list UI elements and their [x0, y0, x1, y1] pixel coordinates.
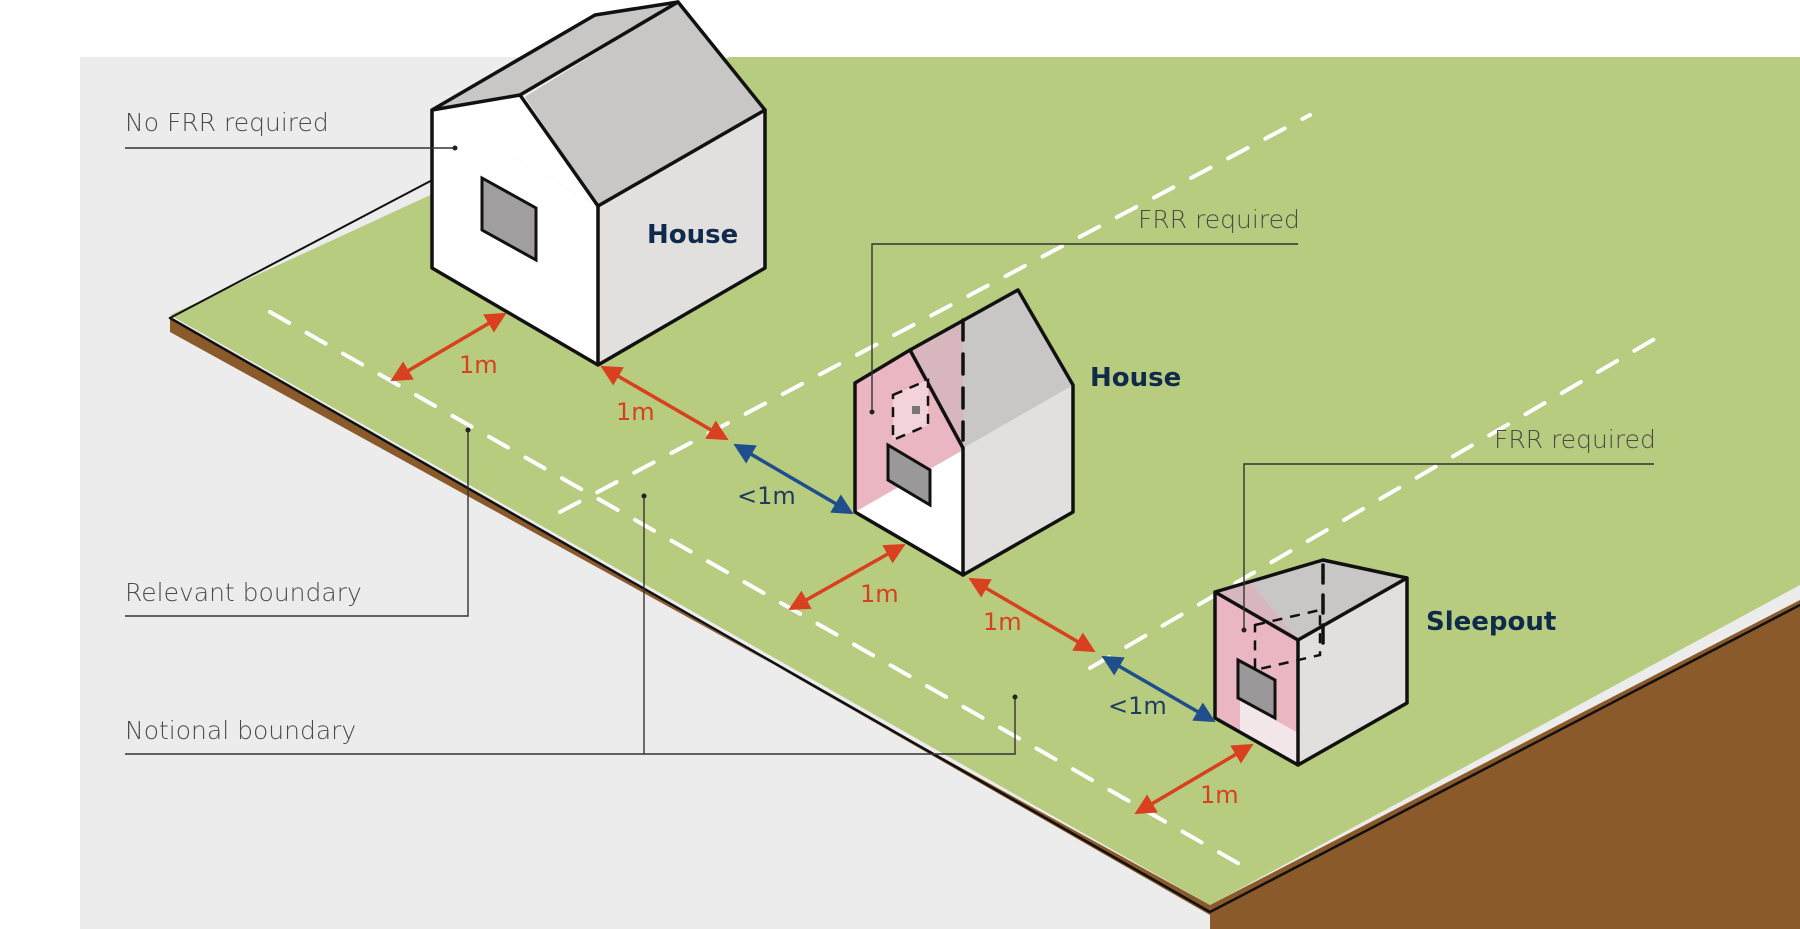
sleepout-front-wall-lower — [1240, 700, 1298, 765]
dim-label-1: 1m — [459, 351, 498, 379]
notional-boundary-line-1 — [558, 113, 1312, 514]
dim-label-3: <1m — [737, 482, 796, 510]
dim-label-2: 1m — [616, 398, 655, 426]
frr-required-1-leader-dot — [869, 409, 875, 415]
house-2-hidden-window — [891, 378, 930, 442]
house-1-eave — [596, 108, 767, 208]
sleepout-fire-rated-roof — [1215, 582, 1298, 640]
house-2-label: House — [1090, 363, 1181, 393]
house-2: House — [853, 288, 1181, 577]
frr-required-1-leader — [871, 243, 1298, 412]
relevant-boundary-leader-dot — [465, 427, 471, 433]
notional-boundary-label: Notional boundary — [125, 716, 356, 745]
house-1: House — [430, 0, 767, 367]
dim-arrow-2 — [600, 365, 729, 441]
house-1-gable — [432, 90, 598, 206]
dim-arrow-5 — [968, 577, 1096, 653]
frr-required-2-leader-dot — [1241, 627, 1247, 633]
dim-arrow-1 — [390, 312, 507, 382]
dim-arrow-6 — [1101, 655, 1216, 723]
relevant-boundary-leader — [125, 430, 469, 617]
house-1-roof-back — [432, 2, 678, 110]
ground-front-edge — [168, 316, 1800, 914]
ground-edge — [170, 318, 1800, 929]
dim-label-7: 1m — [1200, 781, 1239, 809]
sleepout-label: Sleepout — [1426, 607, 1556, 637]
house-1-window — [480, 175, 538, 263]
sleepout-hidden-window — [1253, 608, 1322, 672]
dim-label-5: 1m — [983, 608, 1022, 636]
notional-boundary-leader-dot-1 — [641, 493, 647, 499]
frr-required-1-label: FRR required — [1138, 205, 1300, 234]
frr-required-2-label: FRR required — [1494, 425, 1656, 454]
dim-arrow-7 — [1134, 743, 1254, 815]
ground-back-edge — [169, 175, 441, 319]
house-2-window — [886, 442, 932, 508]
dim-label-6: <1m — [1108, 692, 1167, 720]
house-2-eave — [908, 348, 965, 450]
no-frr-label: No FRR required — [125, 108, 329, 137]
notional-boundary-leader — [125, 697, 1016, 755]
frr-required-2-leader — [1243, 463, 1654, 630]
no-frr-leader-dot — [452, 145, 458, 151]
house-2-fire-rated-roof — [910, 320, 963, 448]
dim-arrow-3 — [733, 443, 854, 515]
relevant-boundary-label: Relevant boundary — [125, 578, 362, 607]
house-2-vent — [912, 406, 920, 414]
sleepout-window — [1236, 657, 1277, 721]
dim-label-4: 1m — [860, 580, 899, 608]
sleepout-roof — [1215, 560, 1407, 640]
sleepout-outline — [1213, 558, 1409, 767]
house-2-outline — [853, 288, 1075, 577]
sleepout: Sleepout — [1213, 558, 1556, 767]
relevant-boundary-line — [268, 310, 1252, 872]
notional-boundary-leader-dot-2 — [1012, 694, 1018, 700]
house-1-label: House — [647, 220, 738, 250]
house-1-ridge — [518, 0, 680, 97]
house-1-side-wall — [598, 110, 765, 365]
dim-arrow-4 — [788, 543, 906, 611]
notional-boundary-line-2 — [1088, 328, 1672, 670]
house-1-roof-slope — [520, 2, 765, 206]
